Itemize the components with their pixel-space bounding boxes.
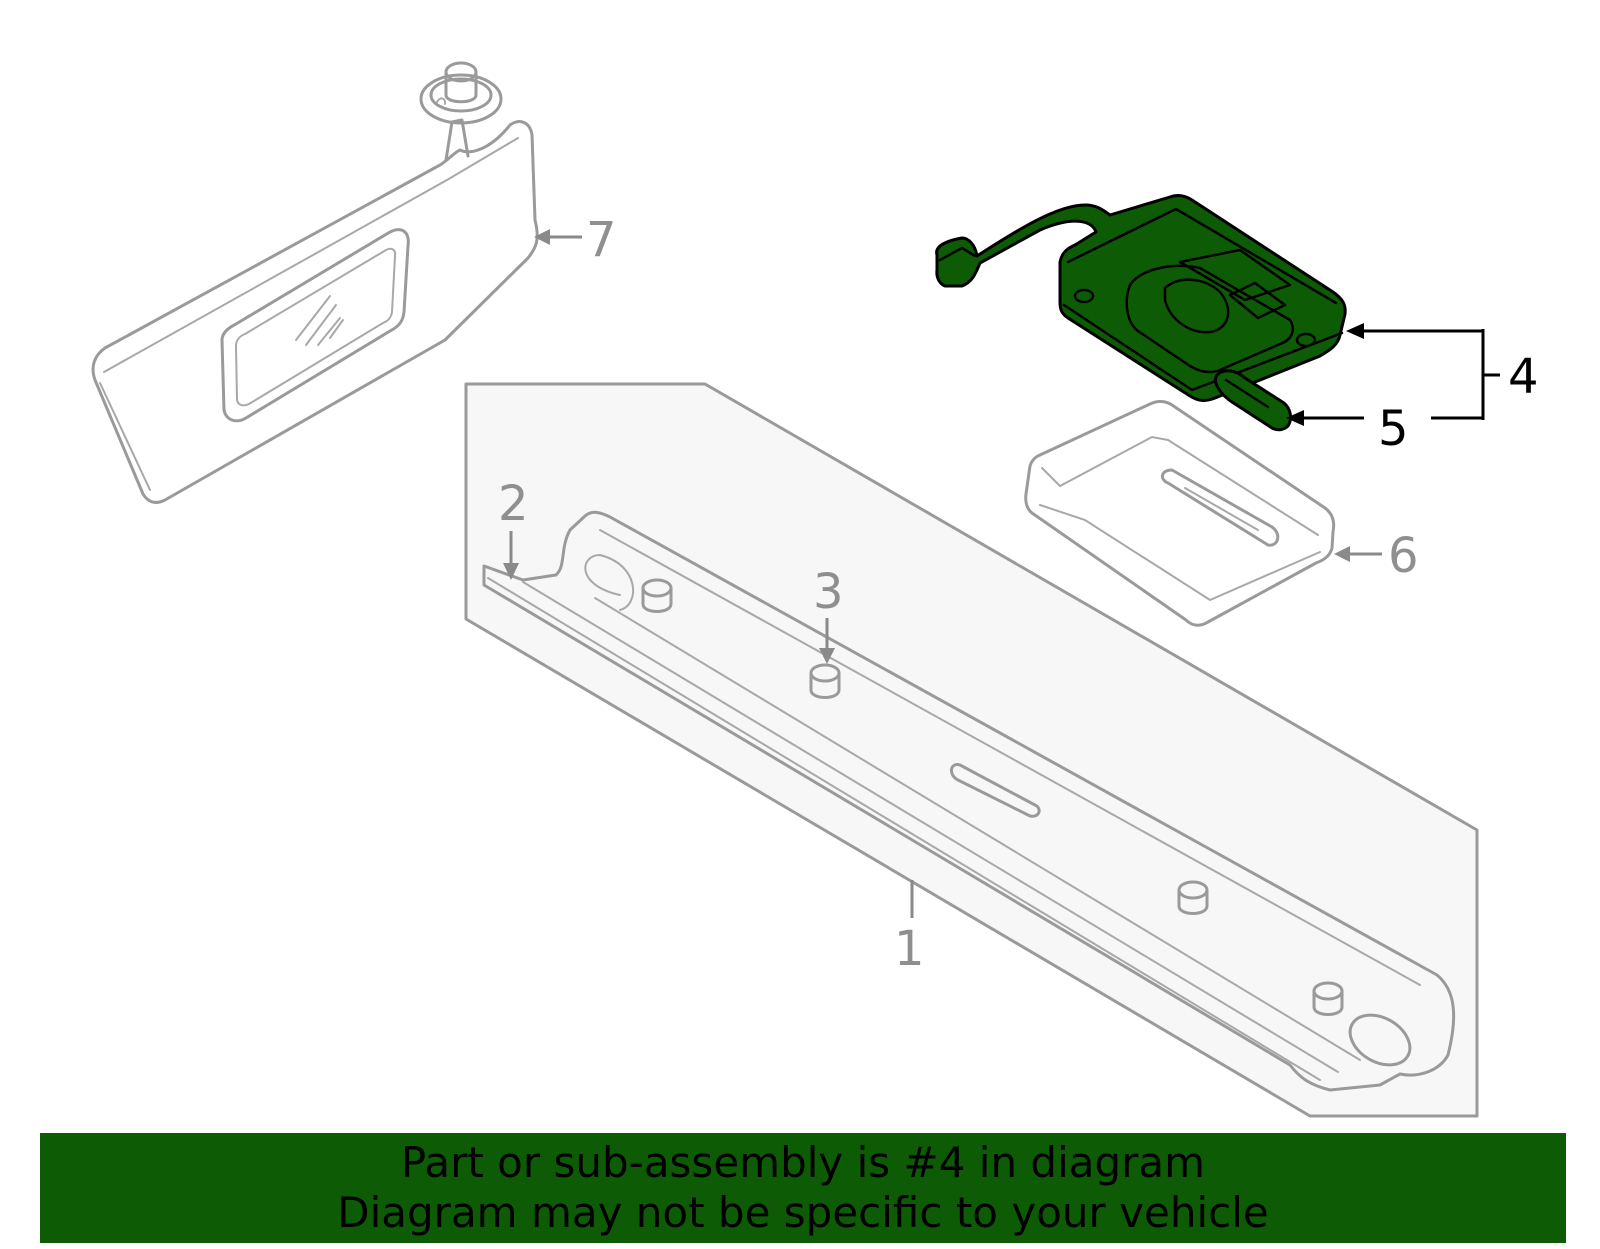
callout-5: 5	[1378, 401, 1409, 457]
part-7-sun-visor	[91, 61, 539, 504]
banner-line-disclaimer: Diagram may not be specific to your vehi…	[337, 1188, 1269, 1237]
callout-6: 6	[1388, 528, 1419, 584]
banner-line-part-info: Part or sub-assembly is #4 in diagram	[400, 1138, 1206, 1187]
part-5-bulb	[1214, 369, 1293, 432]
callout-labels: 1 2 3 4 5 6 7	[498, 212, 1539, 977]
info-banner: Part or sub-assembly is #4 in diagram Di…	[40, 1133, 1566, 1243]
callout-7: 7	[586, 212, 617, 268]
callout-1: 1	[894, 921, 925, 977]
part-6-lamp-lens	[1024, 400, 1336, 627]
part-1-console-strip	[482, 510, 1456, 1092]
callout-2: 2	[498, 476, 529, 532]
callout-3: 3	[813, 564, 844, 620]
callout-4: 4	[1508, 349, 1539, 405]
part-1-panel	[464, 382, 1479, 1118]
part-4-lamp-assembly	[935, 194, 1347, 402]
leader-lines	[503, 229, 1500, 918]
